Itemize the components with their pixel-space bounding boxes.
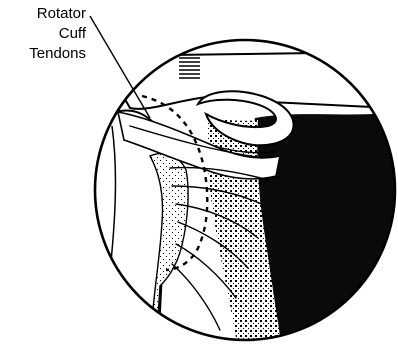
rotator-cuff-tendons-label: Rotator Cuff Tendons [29, 4, 86, 64]
label-line-2: Cuff [29, 24, 86, 44]
label-line-1: Rotator [29, 4, 86, 24]
label-line-3: Tendons [29, 44, 86, 64]
label-leader-line [90, 16, 150, 118]
